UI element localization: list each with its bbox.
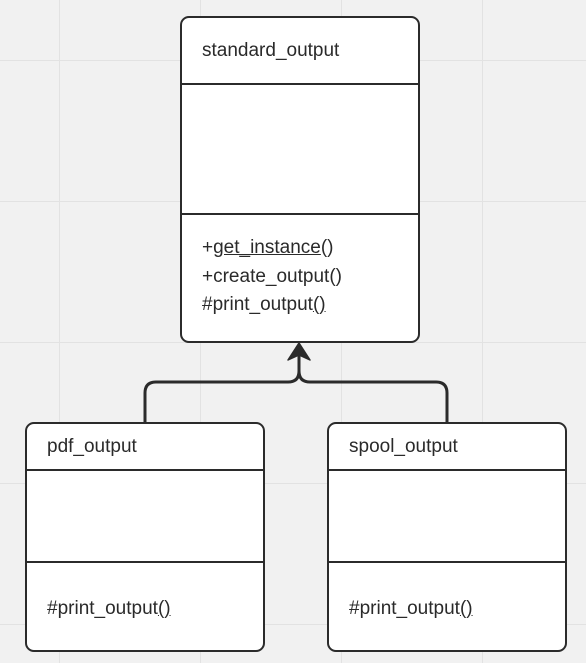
operation-print-output: #print_output() [47, 595, 263, 624]
attributes-section [329, 471, 565, 563]
operation-parens: () [157, 598, 171, 619]
class-name-section: standard_output [182, 18, 418, 85]
attributes-section [182, 85, 418, 215]
operation-parens: () [459, 598, 473, 619]
operation-name: create_output [213, 265, 330, 287]
operation-create-output: +create_output() [202, 263, 418, 292]
class-name: spool_output [349, 435, 458, 457]
operation-visibility: # [47, 598, 58, 619]
class-standard-output[interactable]: standard_output +get_instance() +create_… [180, 16, 420, 343]
inheritance-line-spool-output [297, 354, 449, 423]
class-name: pdf_output [47, 435, 137, 457]
operation-name: print_output [57, 598, 158, 619]
generalization-arrowhead-icon [287, 342, 311, 361]
operations-section: +get_instance() +create_output() #print_… [182, 215, 418, 320]
operation-parens: () [329, 265, 342, 287]
operation-visibility: # [349, 598, 360, 619]
class-name: standard_output [202, 39, 340, 61]
operations-section: #print_output() [27, 563, 263, 624]
operation-name: print_output [212, 294, 313, 315]
class-name-section: pdf_output [27, 424, 263, 471]
operation-get-instance: +get_instance() [202, 234, 418, 263]
class-name-section: spool_output [329, 424, 565, 471]
class-spool-output[interactable]: spool_output #print_output() [327, 422, 567, 652]
class-pdf-output[interactable]: pdf_output #print_output() [25, 422, 265, 652]
operation-print-output: #print_output() [349, 595, 565, 624]
operation-name: print_output [359, 598, 460, 619]
inheritance-line-pdf-output [143, 354, 301, 423]
attributes-section [27, 471, 263, 563]
operation-visibility: # [202, 294, 213, 315]
operation-visibility: + [202, 237, 214, 258]
operation-print-output: #print_output() [202, 291, 418, 320]
operation-parens: () [312, 294, 326, 315]
operations-section: #print_output() [329, 563, 565, 624]
operation-name: get_instance [213, 237, 321, 258]
operation-parens: () [320, 237, 334, 258]
operation-visibility: + [202, 265, 214, 287]
